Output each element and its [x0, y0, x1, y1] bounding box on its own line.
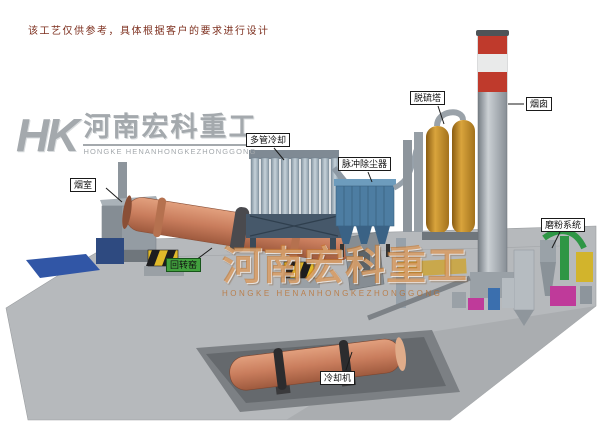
logo-company-name-cn: 河南宏科重工	[83, 112, 258, 142]
logo-company-name-en: HONGKE HENANHONGKEZHONGGONG	[83, 144, 258, 156]
company-logo: HK 河南宏科重工 HONGKE HENANHONGKEZHONGGONG	[16, 109, 258, 161]
label-desulfurization-tower: 脱硫塔	[410, 91, 446, 105]
disclaimer-text: 该工艺仅供参考，具体根据客户的要求进行设计	[28, 26, 270, 37]
smoke-chamber-leader	[105, 187, 123, 203]
leader-lines	[105, 103, 561, 371]
grinding-system-shape	[513, 228, 593, 326]
desulfurization-tower-shape	[403, 109, 478, 240]
pulse-dust-collector-shape	[334, 149, 419, 257]
label-grinding-system: 磨粉系统	[541, 218, 586, 232]
kiln-head-hood	[343, 231, 385, 291]
pulse-dust-collector-leader	[367, 171, 373, 183]
label-pulse-dust-collector: 脉冲除尘器	[338, 157, 392, 171]
label-chimney: 烟囱	[526, 97, 553, 111]
grinding-system-leader	[551, 231, 561, 249]
label-cooling-machine: 冷却机	[320, 371, 356, 385]
label-smoke-chamber: 烟室	[70, 178, 97, 192]
multi-tube-cooler-shape	[246, 150, 353, 252]
logo-monogram-icon: HK	[16, 109, 79, 161]
kiln-support-piers	[144, 249, 320, 288]
desulfurization-tower-leader	[437, 105, 445, 125]
auxiliary-equipment-shape	[367, 238, 514, 321]
cooling-machine-leader	[345, 351, 353, 371]
label-rotary-kiln: 回转窑	[166, 258, 202, 272]
label-multi-tube-cooler: 多管冷却	[246, 133, 291, 147]
multi-tube-cooler-leader	[273, 147, 285, 161]
